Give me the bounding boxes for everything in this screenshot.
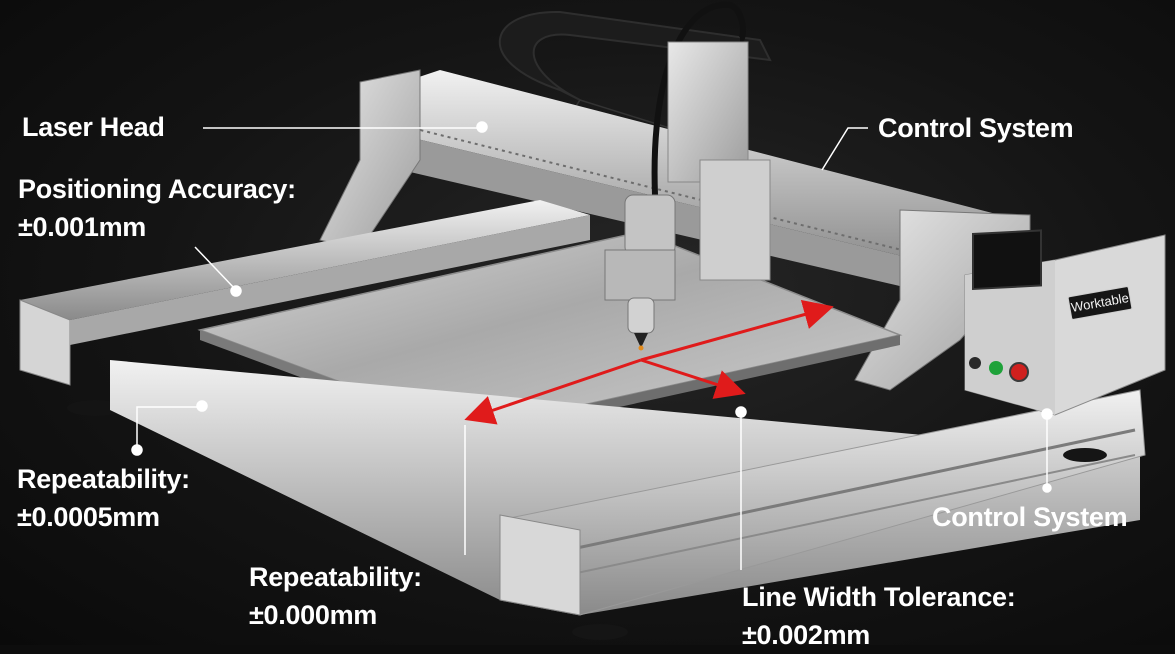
left-rail <box>19 200 590 416</box>
callout-control-system-bottom: Control System <box>932 498 1128 536</box>
callout-repeatability-left-label: Repeatability: <box>17 464 190 494</box>
callout-line-width-tolerance-label: Line Width Tolerance: <box>742 582 1016 612</box>
callout-positioning-accuracy-label: Positioning Accuracy: <box>18 174 296 204</box>
callout-repeatability-bottom: Repeatability: ±0.000mm <box>249 558 422 634</box>
emergency-stop-button[interactable] <box>1009 362 1029 382</box>
callout-repeatability-left: Repeatability: ±0.0005mm <box>17 460 190 536</box>
start-button[interactable] <box>989 361 1003 375</box>
callout-repeatability-bottom-value: ±0.000mm <box>249 600 377 630</box>
left-gantry-upright <box>319 69 421 251</box>
black-button[interactable] <box>969 357 981 369</box>
callout-control-system-bottom-label: Control System <box>932 502 1128 532</box>
callout-laser-head: Laser Head <box>22 108 165 146</box>
callout-control-system-top-label: Control System <box>878 113 1074 143</box>
laser-head <box>604 1 771 351</box>
callout-positioning-accuracy-value: ±0.001mm <box>18 212 146 242</box>
control-box <box>964 229 1166 416</box>
callout-line-width-tolerance-value: ±0.002mm <box>742 620 870 650</box>
callout-repeatability-bottom-label: Repeatability: <box>249 562 422 592</box>
callout-leaders <box>131 121 1053 570</box>
front-rail <box>110 360 1146 640</box>
callout-line-width-tolerance: Line Width Tolerance: ±0.002mm <box>742 578 1016 654</box>
callout-repeatability-left-value: ±0.0005mm <box>17 502 160 532</box>
callout-positioning-accuracy: Positioning Accuracy: ±0.001mm <box>18 170 296 246</box>
callout-control-system-top: Control System <box>878 109 1074 147</box>
measurement-arrows <box>464 299 834 425</box>
callout-laser-head-label: Laser Head <box>22 112 165 142</box>
